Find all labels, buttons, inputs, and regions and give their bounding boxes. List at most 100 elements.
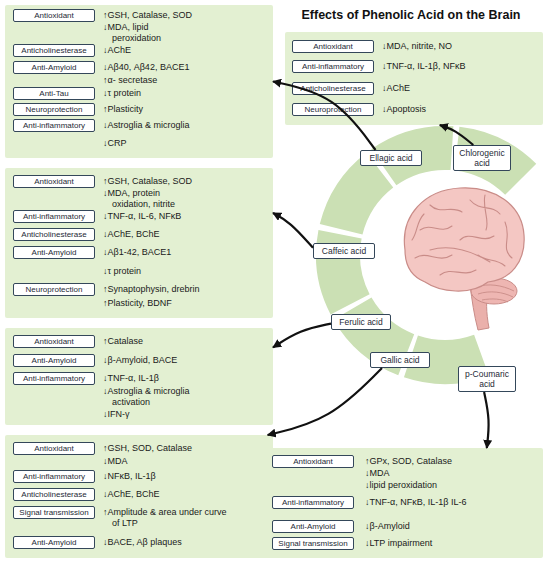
pointer-arrow [273,82,376,151]
category-box: Antioxidant [13,442,95,455]
effect-text: ↑α- secretase [103,75,263,86]
category-box: Anti-inflammatory [13,119,95,132]
effect-text: ↓Apoptosis [382,104,537,115]
category-box: Signal transmission [272,537,354,550]
category-box: Anti-inflammatory [292,60,374,73]
effect-text: ↑Plasticity [103,104,263,115]
effect-text: ↓Aβ40, Aβ42, BACE1 [103,62,263,73]
effect-text: ↑Amplitude & area under curve of LTP [103,507,236,529]
effect-text: ↓AChE [103,45,263,56]
category-box: Anti-Tau [13,87,95,100]
effect-text: ↓τ protein [103,88,263,99]
category-box: Anticholinesterase [13,488,95,501]
pointer-arrow [268,368,382,435]
category-box: Antioxidant [13,335,95,348]
acid-label-box: p-Coumaric acid [458,366,516,392]
acid-name: Caffeic acid [322,246,366,256]
category-label: Anti-Amyloid [32,248,77,258]
category-box: Anti-inflammatory [13,372,95,385]
effect-text: ↓AChE [382,83,537,94]
category-box: Anti-inflammatory [13,210,95,223]
acid-label-box: Ellagic acid [360,150,422,166]
category-label: Anti-inflammatory [23,121,85,131]
effect-text: ↓NFκB, IL-1β [103,471,263,482]
category-label: Anticholinesterase [300,84,365,94]
category-box: Antioxidant [292,40,374,53]
effects-panel: ↑GSH, Catalase, SOD↓MDA, protein oxidati… [5,168,273,318]
acid-name: Gallic acid [380,355,419,365]
effect-text: ↓TNF-α, IL-1β, NFκB [382,61,537,72]
category-label: Antioxidant [34,177,74,187]
category-box: Neuroprotection [292,103,374,116]
category-box: Neuroprotection [13,103,95,116]
acid-name: Ellagic acid [370,153,413,163]
effect-text: ↑GSH, Catalase, SOD [103,176,263,187]
category-label: Anti-inflammatory [23,374,85,384]
category-label: Neuroprotection [26,285,83,295]
pointer-arrow [273,324,331,348]
effect-text: ↓lipid peroxidation [365,480,535,491]
effect-text: ↑Catalase [103,336,263,347]
effect-text: ↓IFN-γ [103,409,263,420]
acid-label-box: Caffeic acid [313,243,375,259]
acid-name: Ferulic acid [339,317,382,327]
brain-drawing [404,188,524,330]
effect-text: ↓τ protein [103,266,263,277]
effect-text: ↓CRP [103,138,263,149]
category-label: Anti-inflammatory [23,212,85,222]
category-label: Anti-Amyloid [32,63,77,73]
effect-text: ↓TNF-α, IL-6, NFκB [103,211,263,222]
effect-text: ↓TNF-α, IL-1β [103,373,263,384]
effect-text: ↑Synaptophysin, drebrin [103,284,263,295]
effect-text: ↑GPx, SOD, Catalase [365,456,535,467]
category-box: Anti-Amyloid [13,61,95,74]
effect-text: ↓Astroglia & microglia activation [103,386,213,408]
category-label: Signal transmission [19,508,88,518]
category-box: Anti-Amyloid [13,354,95,367]
category-label: Anticholinesterase [21,230,86,240]
effect-text: ↓TNF-α, NFκB, IL-1β IL-6 [365,497,535,508]
brain-gyri [412,195,512,275]
effect-text: ↓β-Amyloid [365,521,535,532]
category-box: Anti-Amyloid [13,246,95,259]
category-box: Antioxidant [13,9,95,22]
effects-panel: ↑GSH, Catalase, SOD↓MDA, lipid peroxidat… [5,5,273,158]
category-label: Neuroprotection [305,105,362,115]
effect-text: ↓AChE, BChE [103,229,263,240]
effects-panel: ↑GPx, SOD, Catalase↓MDA↓lipid peroxidati… [262,448,543,558]
category-box: Signal transmission [13,506,95,519]
category-box: Anti-Amyloid [272,520,354,533]
effect-text: ↓LTP impairment [365,538,535,549]
category-label: Anti-inflammatory [23,472,85,482]
category-label: Anti-Amyloid [291,522,336,532]
acid-label-box: Gallic acid [370,352,430,368]
acid-name: p-Coumaric acid [461,369,513,389]
category-box: Anti-inflammatory [13,470,95,483]
cerebrum [404,188,524,291]
category-box: Anticholinesterase [292,82,374,95]
effect-text: ↑GSH, SOD, Catalase [103,443,263,454]
category-label: Antioxidant [34,444,74,454]
category-box: Antioxidant [272,455,354,468]
effect-text: ↑GSH, Catalase, SOD [103,10,263,21]
effect-text: ↓MDA, nitrite, NO [382,41,537,52]
cerebellum-folds [476,285,514,302]
pointer-arrow [440,125,474,145]
pointer-arrow [273,213,313,248]
category-label: Antioxidant [293,457,333,467]
category-label: Neuroprotection [26,105,83,115]
category-label: Antioxidant [34,337,74,347]
category-label: Anti-Tau [39,89,68,99]
effect-text: ↓AChE, BChE [103,489,263,500]
category-label: Anticholinesterase [21,490,86,500]
category-box: Neuroprotection [13,283,95,296]
acid-label-box: Chlorogenic acid [453,145,511,171]
effect-text: ↓Astroglia & microglia [103,120,263,131]
category-box: Anticholinesterase [13,228,95,241]
category-box: Anti-inflammatory [272,496,354,509]
effect-text: ↑Plasticity, BDNF [103,298,263,309]
effects-panel: ↑GSH, SOD, Catalase↓MDA↓NFκB, IL-1β↓AChE… [5,435,273,558]
